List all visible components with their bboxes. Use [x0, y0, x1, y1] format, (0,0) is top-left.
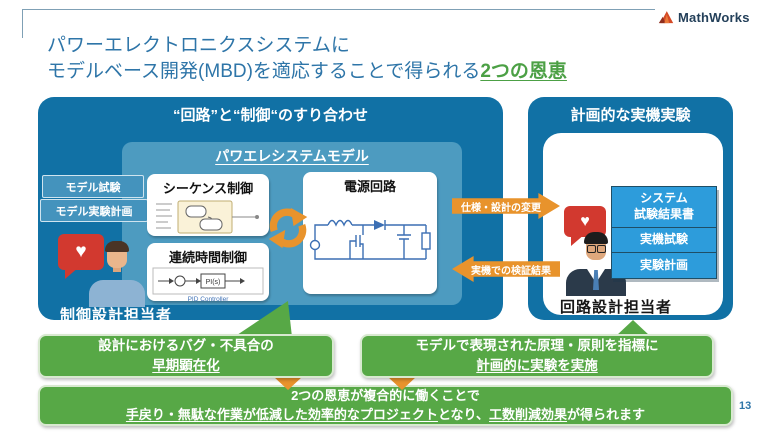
control-engineer-label: 制御設計担当者: [60, 307, 173, 324]
title-highlight: 2つの恩恵: [480, 61, 567, 82]
heart-icon: ♥: [75, 241, 87, 262]
pi-block-label: PI(s): [206, 279, 221, 286]
sync-icon: [268, 207, 308, 249]
label-model-test: モデル試験: [42, 175, 144, 198]
avatar-tie: [593, 270, 599, 290]
document-stack: システム 試験結果書 実機試験 実験計画: [611, 186, 717, 279]
benefit-bar-underline1: 手戻り・無駄な作業が低減した効率的なプロジェクト: [125, 406, 438, 422]
doc-text: システム: [640, 191, 688, 206]
doc-text: 試験結果書: [633, 207, 694, 221]
power-circuit-block: 電源回路: [303, 172, 437, 294]
title-line1: パワーエレクトロニクスシステムに: [47, 35, 350, 56]
sequence-control-block: シーケンス制御: [147, 174, 269, 236]
benefit-right-line2: 計画的に実験を実施: [476, 358, 598, 373]
avatar-hair: [584, 232, 608, 244]
page-title: パワーエレクトロニクスシステムに モデルベース開発(MBD)を適応することで得ら…: [47, 33, 567, 85]
combined-benefit-bar: 2つの恩恵が複合的に働くことで 手戻り・無駄な作業が低減した効率的なプロジェクト…: [38, 385, 733, 426]
doc-text: 実験計画: [639, 257, 688, 272]
like-bubble-left: ♥: [58, 234, 104, 279]
boost-converter-circuit: [309, 219, 431, 260]
model-box-title: パワエレシステムモデル: [215, 148, 369, 164]
mathworks-logo-text: MathWorks: [678, 10, 750, 25]
benefit-bar-line1: 2つの恩恵が複合的に働くことで: [291, 387, 480, 403]
benefit-left-box: 設計におけるバグ・不具合の 早期顕在化: [38, 334, 334, 378]
doc-experiment-plan: 実験計画: [611, 252, 717, 279]
heart-icon: ♥: [580, 212, 590, 230]
avatar-neck: [113, 266, 121, 272]
top-rule: [22, 9, 655, 38]
control-engineer-avatar: [88, 241, 146, 307]
left-panel-header: “回路”と“制御“のすり合わせ: [172, 107, 368, 124]
circuit-engineer-label: 回路設計担当者: [560, 299, 673, 316]
verify-result-arrow-label: 実機での検証結果: [471, 265, 551, 277]
benefit-left-line1: 設計におけるバグ・不具合の: [98, 338, 274, 354]
pid-caption: PID Controller: [188, 296, 230, 303]
title-line2: モデルベース開発(MBD)を適応することで得られる: [47, 61, 481, 82]
glasses-icon: [586, 245, 606, 253]
sequence-control-title: シーケンス制御: [162, 181, 254, 196]
mathworks-logo: MathWorks: [658, 10, 750, 25]
stateflow-diagram: [156, 200, 259, 234]
doc-hardware-test: 実機試験: [611, 227, 717, 253]
power-circuit-title: 電源回路: [343, 179, 396, 194]
label-model-plan-text: モデル実験計画: [55, 205, 133, 218]
continuous-control-title: 連続時間制御: [168, 250, 247, 265]
page-number: 13: [739, 400, 752, 412]
pid-controller-diagram: PI(s) PID Controller: [152, 267, 264, 303]
continuous-control-block: 連続時間制御 PI(s) PID Controller: [147, 243, 269, 303]
label-model-test-text: モデル試験: [65, 181, 121, 194]
benefit-right-box: モデルで表現された原理・原則を指標に 計画的に実験を実施: [360, 334, 714, 378]
avatar-hair: [105, 241, 129, 252]
like-bubble-right: ♥: [564, 206, 606, 246]
benefit-left-line2: 早期顕在化: [152, 358, 220, 373]
doc-text: 実機試験: [639, 232, 688, 247]
benefit-right-line1: モデルで表現された原理・原則を指標に: [415, 338, 659, 354]
avatar-body: [89, 280, 145, 307]
mathworks-logo-icon: [658, 11, 674, 24]
benefit-bar-underline2: 工数削減効果: [489, 406, 568, 422]
right-panel-header: 計画的な実機実験: [570, 107, 691, 124]
benefit-bar-end: が得られます: [567, 406, 646, 422]
label-model-plan: モデル実験計画: [40, 199, 148, 222]
benefit-bar-mid: となり、: [437, 406, 490, 422]
spec-change-arrow-label: 仕様・設計の変更: [461, 202, 541, 214]
doc-system-test-report: システム 試験結果書: [611, 186, 717, 228]
